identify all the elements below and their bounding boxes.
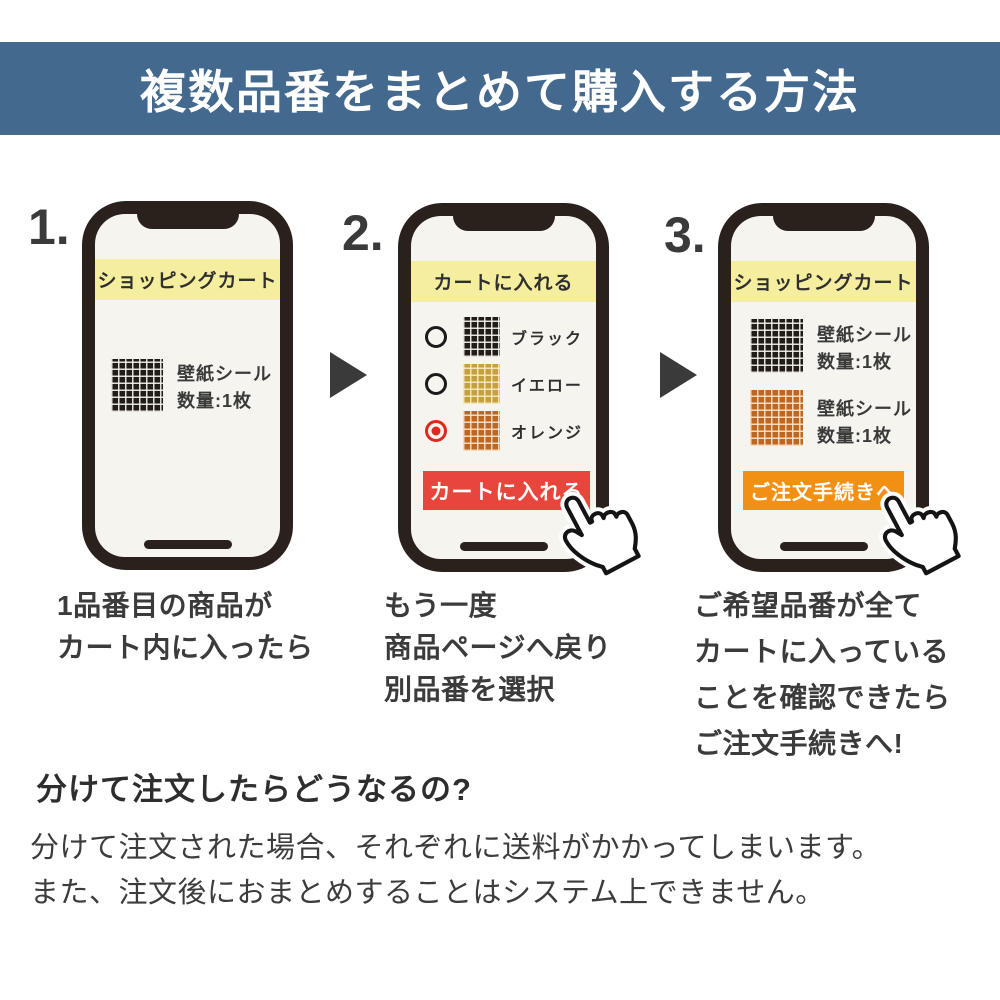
cart-item-info: 壁紙シール 数量:1枚 [817,322,912,376]
step-1-caption: 1品番目の商品が カート内に入ったら [57,590,314,663]
cart-page-header: ショッピングカート [731,261,916,302]
phone-notch [452,203,555,231]
radio-unselected-icon[interactable] [425,326,447,348]
highlighted-question: 分けて注文したらどうなるの? [26,764,488,815]
phone-screen: ショッピングカート 壁紙シール 数量:1枚 壁紙シール 数量:1枚 ご注文手続き… [731,216,916,559]
black-tile-swatch [463,317,500,357]
phone-mockup-step-1: ショッピングカート 壁紙シール 数量:1枚 [82,201,293,570]
phone-notch [772,203,875,231]
add-to-cart-button[interactable]: カートに入れる [423,471,590,510]
product-name: 壁紙シール [817,325,912,345]
step-3-number: 3. [664,207,706,263]
phone-screen: ショッピングカート 壁紙シール 数量:1枚 [95,214,280,557]
cart-item-info: 壁紙シール 数量:1枚 [817,396,912,450]
footer-note-text: 分けて注文された場合、それぞれに送料がかかってしまいます。 また、注文後におまと… [30,832,882,909]
option-label: オレンジ [511,425,584,442]
add-to-cart-page-header: カートに入れる [411,261,596,302]
cart-item-info: 壁紙シール 数量:1枚 [177,361,272,415]
product-name: 壁紙シール [177,364,272,384]
footer-heading: 分けて注文したらどうなるの? [26,764,488,815]
black-tile-swatch [750,319,803,373]
radio-selected-icon[interactable] [425,420,447,442]
home-indicator [779,542,868,551]
step-3-caption: ご希望品番が全て カートに入っている ことを確認できたら ご注文手続きへ! [694,590,951,759]
product-name: 壁紙シール [817,399,912,419]
step-2-number: 2. [342,205,384,261]
phone-screen: カートに入れる ブラック イエロー オレンジ カートに入れる [411,216,596,559]
right-arrow-icon [330,352,367,398]
phone-mockup-step-3: ショッピングカート 壁紙シール 数量:1枚 壁紙シール 数量:1枚 ご注文手続き… [718,203,965,580]
step-2-caption: もう一度 商品ページへ戻り 別品番を選択 [384,590,612,705]
proceed-to-checkout-button[interactable]: ご注文手続きへ [743,471,904,510]
orange-tile-swatch [463,411,500,451]
title-banner: 複数品番をまとめて購入する方法 [0,42,1000,135]
radio-unselected-icon[interactable] [425,373,447,395]
phone-mockup-step-2: カートに入れる ブラック イエロー オレンジ カートに入れる [398,203,645,580]
option-label: イエロー [511,378,583,395]
cart-page-header: ショッピングカート [95,259,280,300]
phone-notch [136,201,239,229]
color-option-orange[interactable]: オレンジ [411,411,596,451]
black-tile-swatch [111,359,163,412]
right-arrow-icon [660,352,697,398]
home-indicator [459,542,548,551]
product-qty: 数量:1枚 [817,426,893,446]
page-title: 複数品番をまとめて購入する方法 [140,65,860,118]
home-indicator [143,540,232,549]
option-label: ブラック [511,331,584,348]
product-qty: 数量:1枚 [177,391,253,411]
orange-tile-swatch [750,390,803,446]
step-1-number: 1. [28,199,70,255]
color-option-yellow[interactable]: イエロー [411,364,596,404]
color-option-black[interactable]: ブラック [411,317,596,357]
yellow-tile-swatch [463,364,500,404]
product-qty: 数量:1枚 [817,352,893,372]
